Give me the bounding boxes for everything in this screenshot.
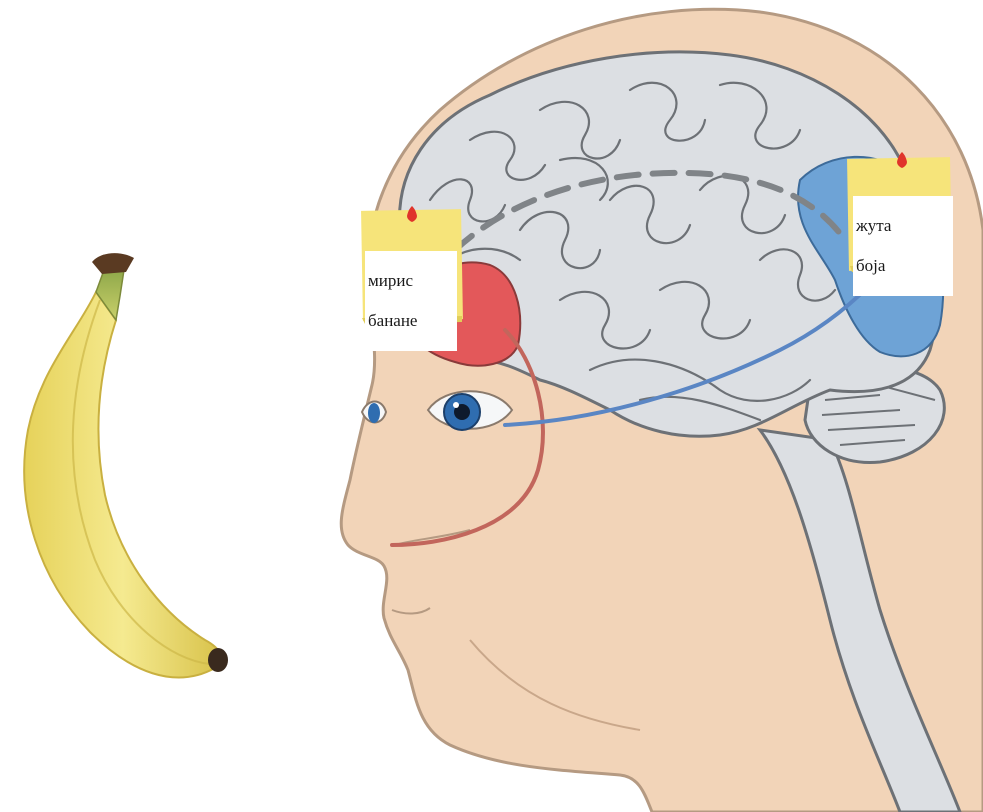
banana-stem-tip xyxy=(92,253,134,274)
note-color-label: жута боја xyxy=(853,196,953,296)
note-smell-line2: банане xyxy=(368,311,454,331)
banana-image xyxy=(24,253,228,677)
note-color-line1: жута xyxy=(856,216,950,236)
note-smell-label: мирис банане xyxy=(365,251,457,351)
note-color-line2: боја xyxy=(856,256,950,276)
banana-body xyxy=(24,292,221,677)
banana-bottom-tip xyxy=(208,648,228,672)
note-smell-line1: мирис xyxy=(368,271,454,291)
